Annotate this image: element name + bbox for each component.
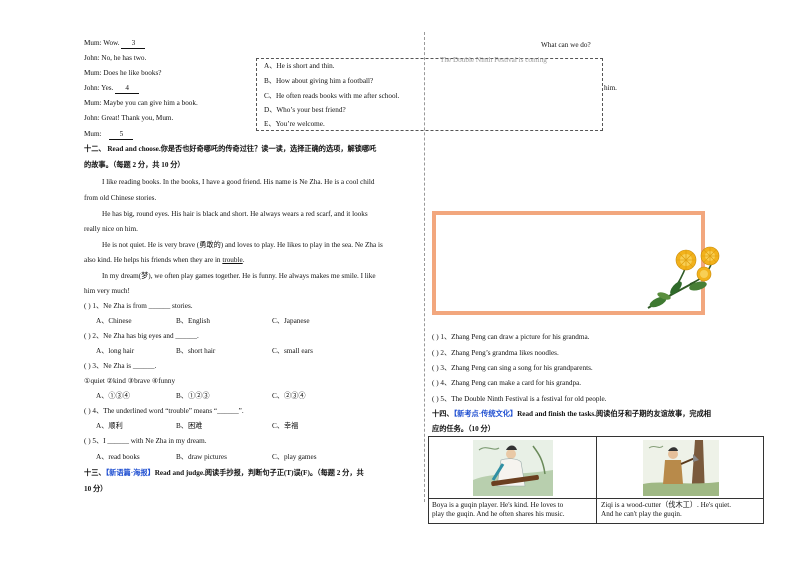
judge-statement-4: ( ) 4、Zhang Peng can make a card for his… xyxy=(432,379,582,387)
dialog-line-john-2: John: Yes. 4 xyxy=(84,84,140,94)
option-d: D、Who’s your best friend? xyxy=(264,106,346,114)
passage-p3a: He is not quiet. He is very brave (勇敢的) … xyxy=(102,241,383,249)
speaker: Mum: xyxy=(84,130,102,138)
section-title-text: Read and judge.阅读手抄报，判断句子正(T)误(F)。（每题 2 … xyxy=(154,469,364,477)
section-tag: 【新语篇·海报】 xyxy=(105,469,155,477)
dialog-line-john-1: John: No, he has two. xyxy=(84,54,147,62)
q2-option-a: A、long hair xyxy=(96,347,135,355)
section-13-title-2: 10 分） xyxy=(84,485,108,493)
q1-option-c: C、Japanese xyxy=(272,317,310,325)
section-14-title: 十四、【新考点·传统文化】Read and finish the tasks.阅… xyxy=(432,410,711,419)
blank-5: 5 xyxy=(109,130,134,140)
underlined-word: trouble xyxy=(222,256,243,264)
question-4: ( ) 4、The underlined word “trouble” mean… xyxy=(84,407,244,415)
boya-text-line: Boya is a guqin player. He's kind. He lo… xyxy=(432,501,564,509)
q5-option-b: B、draw pictures xyxy=(176,453,227,461)
right-partial-line: The Double Ninth Festival is coming xyxy=(440,56,547,64)
q4-option-b: B、困难 xyxy=(176,422,203,430)
boya-text-line: play the guqin. And he often shares his … xyxy=(432,510,565,518)
q4-option-c: C、幸福 xyxy=(272,422,299,430)
ziqi-description: Ziqi is a wood-cutter（伐木工）. He's quiet. … xyxy=(601,501,761,519)
q2-option-b: B、short hair xyxy=(176,347,216,355)
q4-option-a: A、顺利 xyxy=(96,422,123,430)
options-box: A、He is short and thin. B、How about givi… xyxy=(256,58,603,131)
column-divider xyxy=(424,32,425,502)
q1-option-a: A、Chinese xyxy=(96,317,132,325)
table-column-divider xyxy=(429,437,597,523)
question-2: ( ) 2、Ne Zha has big eyes and ______. xyxy=(84,332,199,340)
boya-description: Boya is a guqin player. He's kind. He lo… xyxy=(432,501,592,519)
right-tail-text: him. xyxy=(604,84,617,92)
judge-statement-5: ( ) 5、The Double Ninth Festival is a fes… xyxy=(432,395,607,403)
passage-p2b: really nice on him. xyxy=(84,225,138,233)
q3-option-a: A、①③④ xyxy=(96,392,130,400)
passage-text: . xyxy=(242,256,245,264)
passage-p4a: In my dream(梦), we often play games toge… xyxy=(102,272,376,280)
passage-p2a: He has big, round eyes. His hair is blac… xyxy=(102,210,368,218)
ziqi-text-line: Ziqi is a wood-cutter（伐木工）. He's quiet. xyxy=(601,501,732,509)
story-table: Boya is a guqin player. He's kind. He lo… xyxy=(428,436,764,524)
judge-statement-1: ( ) 1、Zhang Peng can draw a picture for … xyxy=(432,333,590,341)
blank-4: 4 xyxy=(115,84,140,94)
option-c: C、He often reads books with me after sch… xyxy=(264,92,400,100)
flower-icon xyxy=(647,246,720,309)
section-13-title: 十三、【新语篇·海报】Read and judge.阅读手抄报，判断句子正(T)… xyxy=(84,469,364,478)
ziqi-woodcutter-icon xyxy=(643,440,719,496)
speaker: John: xyxy=(84,84,100,92)
dialog-text: Yes. xyxy=(101,84,114,92)
speaker: Mum: xyxy=(84,39,102,47)
passage-p3b: also kind. He helps his friends when the… xyxy=(84,256,244,265)
section-title-text: Read and finish the tasks.阅读伯牙和子期的友谊故事，完… xyxy=(517,410,711,418)
dialog-line-mum-3: Mum: Maybe you can give him a book. xyxy=(84,99,198,107)
option-b: B、How about giving him a football? xyxy=(264,77,374,85)
option-a: A、He is short and thin. xyxy=(264,62,335,70)
chrysanthemum-illustration xyxy=(640,238,726,312)
passage-p4b: him very much! xyxy=(84,287,130,295)
dialog-line-mum-1: Mum: Wow. 3 xyxy=(84,39,146,49)
option-e: E、You’re welcome. xyxy=(264,120,325,128)
section-number: 十四、 xyxy=(432,410,454,418)
question-1: ( ) 1、Ne Zha is from ______ stories. xyxy=(84,302,193,310)
q2-option-c: C、small ears xyxy=(272,347,313,355)
judge-statement-3: ( ) 3、Zhang Peng can sing a song for his… xyxy=(432,364,593,372)
dialog-text: Wow. xyxy=(103,39,120,47)
section-12-title: 十二、 Read and choose.你是否也好奇哪吒的传奇过往？读一读，选择… xyxy=(84,145,377,153)
boya-guqin-icon xyxy=(473,440,553,496)
ziqi-illustration xyxy=(643,440,719,496)
judge-statement-2: ( ) 2、Zhang Peng’s grandma likes noodles… xyxy=(432,349,559,357)
section-12-title-2: 的故事。（每题 2 分，共 10 分） xyxy=(84,161,185,169)
q3-option-c: C、②③④ xyxy=(272,392,306,400)
ziqi-text-line: And he can't play the guqin. xyxy=(601,510,682,518)
passage-p1a: I like reading books. In the books, I ha… xyxy=(102,178,375,186)
section-tag: 【新考点·传统文化】 xyxy=(453,410,518,418)
dialog-line-mum-4: Mum: 5 xyxy=(84,130,134,140)
q1-option-b: B、English xyxy=(176,317,210,325)
question-3: ( ) 3、Ne Zha is ______. xyxy=(84,362,157,370)
question-5: ( ) 5、I ______ with Ne Zha in my dream. xyxy=(84,437,207,445)
dialog-line-john-3: John: Great! Thank you, Mum. xyxy=(84,114,174,122)
boya-illustration xyxy=(473,440,553,496)
dialog-line-mum-2: Mum: Does he like books? xyxy=(84,69,162,77)
q3-choices-list: ①quiet ②kind ③brave ④funny xyxy=(84,377,176,385)
passage-p1b: from old Chinese stories. xyxy=(84,194,157,202)
poster-frame xyxy=(432,211,705,315)
section-14-title-2: 应的任务。（10 分） xyxy=(432,425,495,433)
right-heading: What can we do? xyxy=(541,41,591,49)
q5-option-c: C、play games xyxy=(272,453,317,461)
q3-option-b: B、①②③ xyxy=(176,392,210,400)
q5-option-a: A、read books xyxy=(96,453,140,461)
passage-text: also kind. He helps his friends when the… xyxy=(84,256,221,264)
table-row-divider xyxy=(429,498,763,499)
blank-3: 3 xyxy=(121,39,146,49)
section-number: 十三、 xyxy=(84,469,106,477)
